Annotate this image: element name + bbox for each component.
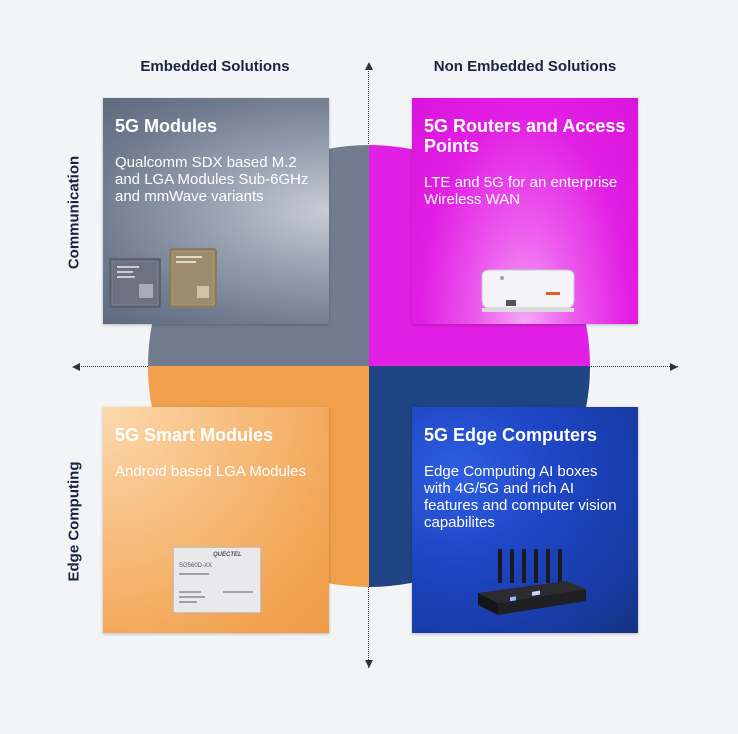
card-description: Qualcomm SDX based M.2 and LGA Modules S… [115,154,309,205]
card-description: LTE and 5G for an enterprise Wireless WA… [424,174,618,208]
row-header-communication: Communication [65,155,83,270]
module-chip-icon [109,248,217,308]
card-5g-routers: 5G Routers and Access Points LTE and 5G … [412,98,638,324]
column-header-embedded: Embedded Solutions [140,58,290,75]
card-title: 5G Modules [115,116,218,136]
card-title: 5G Routers and Access Points [424,116,626,156]
column-header-non-embedded: Non Embedded Solutions [433,58,617,75]
card-description: Edge Computing AI boxes with 4G/5G and r… [424,463,617,531]
chip-model-label: SG560D-XX [179,563,213,569]
card-title: 5G Edge Computers [424,425,598,445]
edge-computer-icon [478,549,586,615]
card-description: Android based LGA Modules [115,463,306,480]
card-title: 5G Smart Modules [115,425,274,445]
card-5g-edge-computers: 5G Edge Computers Edge Computing AI boxe… [412,407,638,633]
card-5g-smart-modules: 5G Smart Modules Android based LGA Modul… [103,407,329,633]
card-5g-modules: 5G Modules Qualcomm SDX based M.2 and LG… [103,98,329,324]
smart-module-chip-icon: QUECTEL SG560D-XX [173,547,261,613]
chip-brand-label: QUECTEL [213,552,242,558]
row-header-edge-computing: Edge Computing [65,461,83,582]
router-device-icon [481,269,575,312]
